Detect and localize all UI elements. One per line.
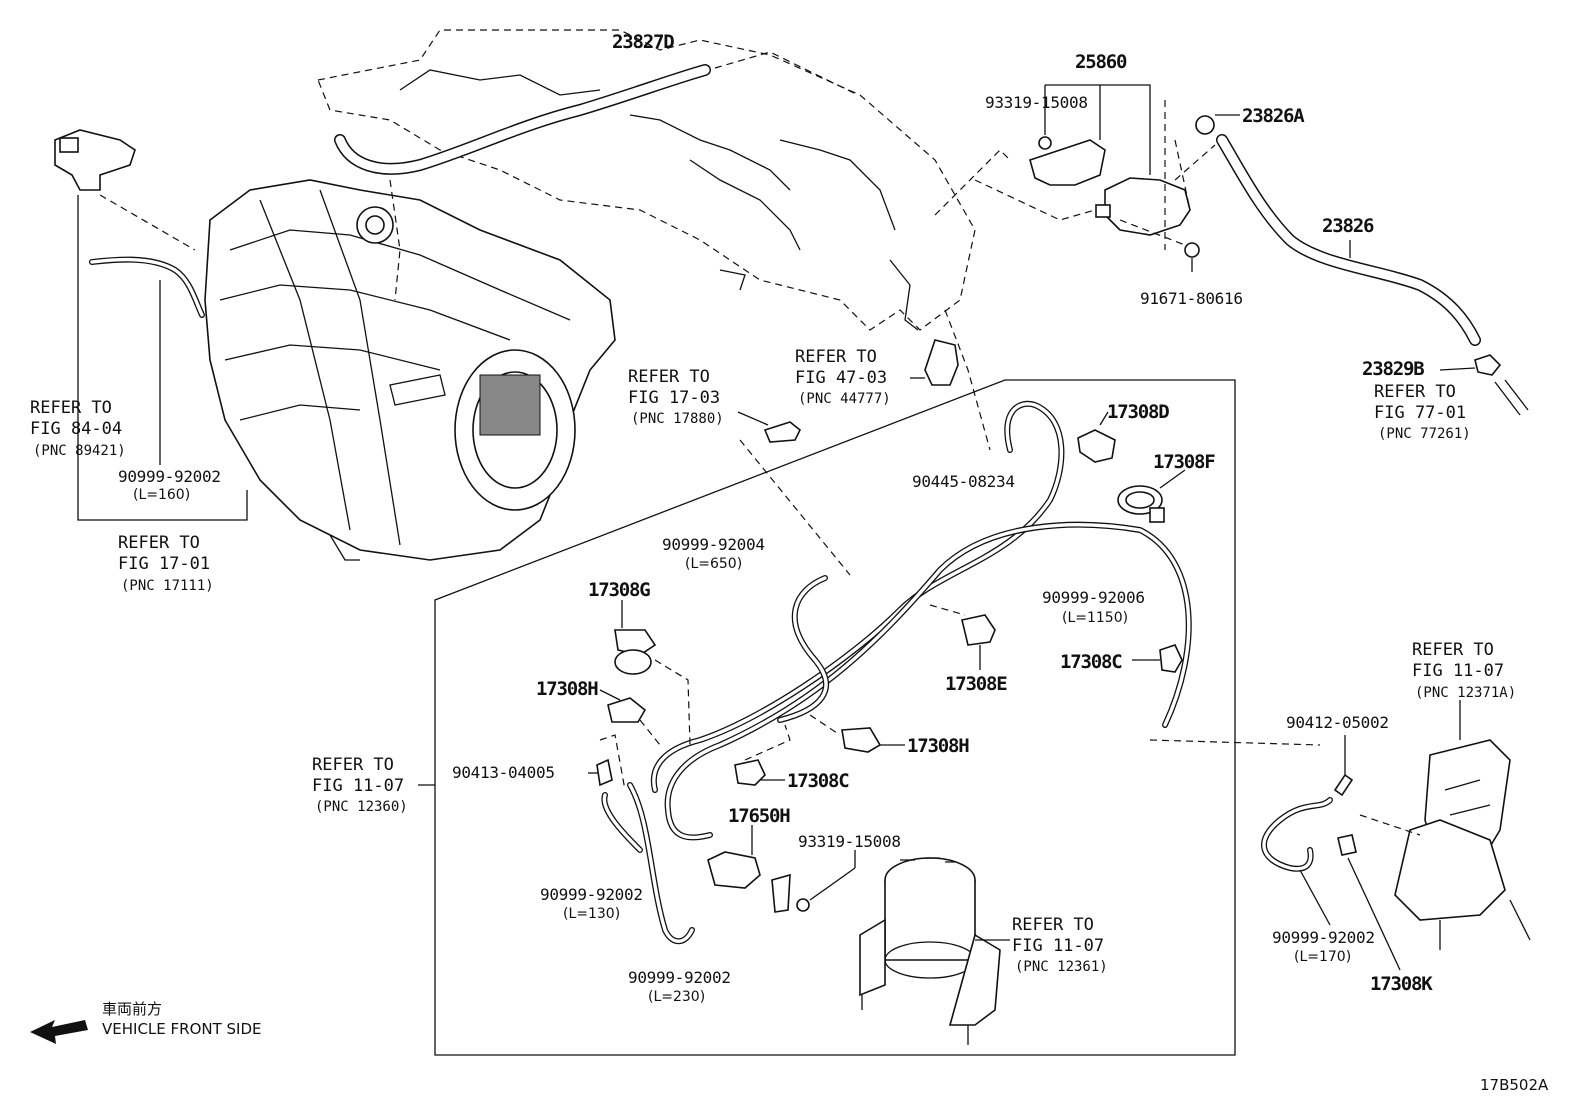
ref-12361-l1: REFER TO [1012, 915, 1094, 935]
label-90999-92002-230: 90999-92002 [628, 968, 731, 987]
clip-17308E [961, 614, 996, 646]
label-90999-92002-130: 90999-92002 [540, 885, 643, 904]
joint-90413-04005 [596, 758, 613, 787]
label-l1150: (L=1150) [1062, 610, 1128, 626]
hose-90999-92002-130 [601, 792, 643, 853]
clip-17308H-right [841, 727, 882, 753]
vsv-25860 [1029, 136, 1200, 258]
label-l130: (L=130) [563, 906, 620, 922]
clip-23829B [1474, 354, 1502, 376]
clip-17308F [1117, 485, 1165, 523]
ref-1703-l1: REFER TO [628, 367, 710, 387]
clip-17308D [1077, 429, 1116, 463]
diagram-code: 17B502A [1480, 1076, 1549, 1094]
ref-7701-l3: (PNC 77261) [1378, 426, 1471, 442]
front-arrow-icon [30, 1020, 88, 1044]
ref-12360-l2: FIG 11-07 [312, 776, 404, 796]
ref-1703-l2: FIG 17-03 [628, 388, 720, 408]
fitting-17880 [763, 421, 802, 443]
label-90445-08234: 90445-08234 [912, 472, 1015, 491]
ref-1701-l1: REFER TO [118, 533, 200, 553]
sensor-44777 [924, 339, 959, 386]
clip-17308H-left [607, 697, 647, 723]
label-17308G: 17308G [588, 579, 650, 601]
label-l650: (L=650) [685, 556, 742, 572]
intake-manifold [204, 179, 616, 561]
label-93319-15008-top: 93319-15008 [985, 93, 1088, 112]
label-90999-92002-170: 90999-92002 [1272, 928, 1375, 947]
label-17308C-right: 17308C [1060, 651, 1122, 673]
hose-90999-92006 [664, 521, 1192, 841]
label-17650H: 17650H [728, 805, 790, 827]
label-17308E: 17308E [945, 673, 1007, 695]
ref-7701-l2: FIG 77-01 [1374, 403, 1466, 423]
label-l230: (L=230) [648, 989, 705, 1005]
ref-1701-l3: (PNC 17111) [121, 578, 214, 594]
label-17308H-left: 17308H [536, 678, 598, 700]
ref-4703-l1: REFER TO [795, 347, 877, 367]
hose-23827D [334, 64, 711, 175]
hose-23826 [1216, 134, 1481, 346]
ref-8404-l2: FIG 84-04 [30, 419, 122, 439]
front-side-en: VEHICLE FRONT SIDE [102, 1020, 262, 1038]
vsv-17650H [707, 851, 791, 913]
hose-90999-92002-170 [1261, 797, 1333, 872]
ref-12371-l2: FIG 11-07 [1412, 661, 1504, 681]
ref-4703-l2: FIG 47-03 [795, 368, 887, 388]
ref-4703-l3: (PNC 44777) [798, 391, 891, 407]
ref-8404-l3: (PNC 89421) [33, 443, 126, 459]
clip-17308C-right [1159, 644, 1183, 673]
label-l160: (L=160) [133, 487, 190, 503]
front-side-jp: 車両前方 [102, 1000, 162, 1018]
ref-12371-l1: REFER TO [1412, 640, 1494, 660]
engine-mount-12371A [1394, 739, 1531, 950]
label-91671-80616: 91671-80616 [1140, 289, 1243, 308]
label-17308K: 17308K [1370, 973, 1433, 995]
ref-1701-l2: FIG 17-01 [118, 554, 210, 574]
map-sensor [54, 129, 136, 191]
ref-7701-l1: REFER TO [1374, 382, 1456, 402]
label-93319-15008-bottom: 93319-15008 [798, 832, 901, 851]
ref-12361-l3: (PNC 12361) [1015, 959, 1108, 975]
label-23829B: 23829B [1362, 358, 1424, 380]
label-90412-05002: 90412-05002 [1286, 713, 1389, 732]
engine-outline [317, 29, 976, 331]
clip-17308G [614, 629, 657, 675]
label-90999-92004: 90999-92004 [662, 535, 765, 554]
label-17308H-right: 17308H [907, 735, 969, 757]
label-23826A: 23826A [1242, 105, 1305, 127]
ref-1703-l3: (PNC 17880) [631, 411, 724, 427]
engine-mount-12361 [859, 857, 1001, 1045]
label-23827D: 23827D [612, 31, 674, 53]
label-17308F: 17308F [1153, 451, 1215, 473]
hose-90999-92002-160 [89, 256, 205, 318]
label-90413-04005: 90413-04005 [452, 763, 555, 782]
hose-90999-92002-230 [627, 782, 695, 945]
detail-box [434, 379, 1236, 1056]
label-17308C-left: 17308C [787, 770, 849, 792]
label-90999-92006: 90999-92006 [1042, 588, 1145, 607]
ref-12360-l3: (PNC 12360) [315, 799, 408, 815]
label-17308D: 17308D [1107, 401, 1169, 423]
label-l170: (L=170) [1294, 949, 1351, 965]
hose-90999-92004 [777, 575, 829, 723]
hose-90445-08234 [650, 400, 1065, 793]
label-90999-92002-160: 90999-92002 [118, 467, 221, 486]
clip-17308C-left [734, 759, 766, 786]
label-25860: 25860 [1075, 51, 1127, 73]
label-23826: 23826 [1322, 215, 1374, 237]
ref-12361-l2: FIG 11-07 [1012, 936, 1104, 956]
ref-8404-l1: REFER TO [30, 398, 112, 418]
ref-12371-l3: (PNC 12371A) [1415, 685, 1516, 701]
ref-12360-l1: REFER TO [312, 755, 394, 775]
